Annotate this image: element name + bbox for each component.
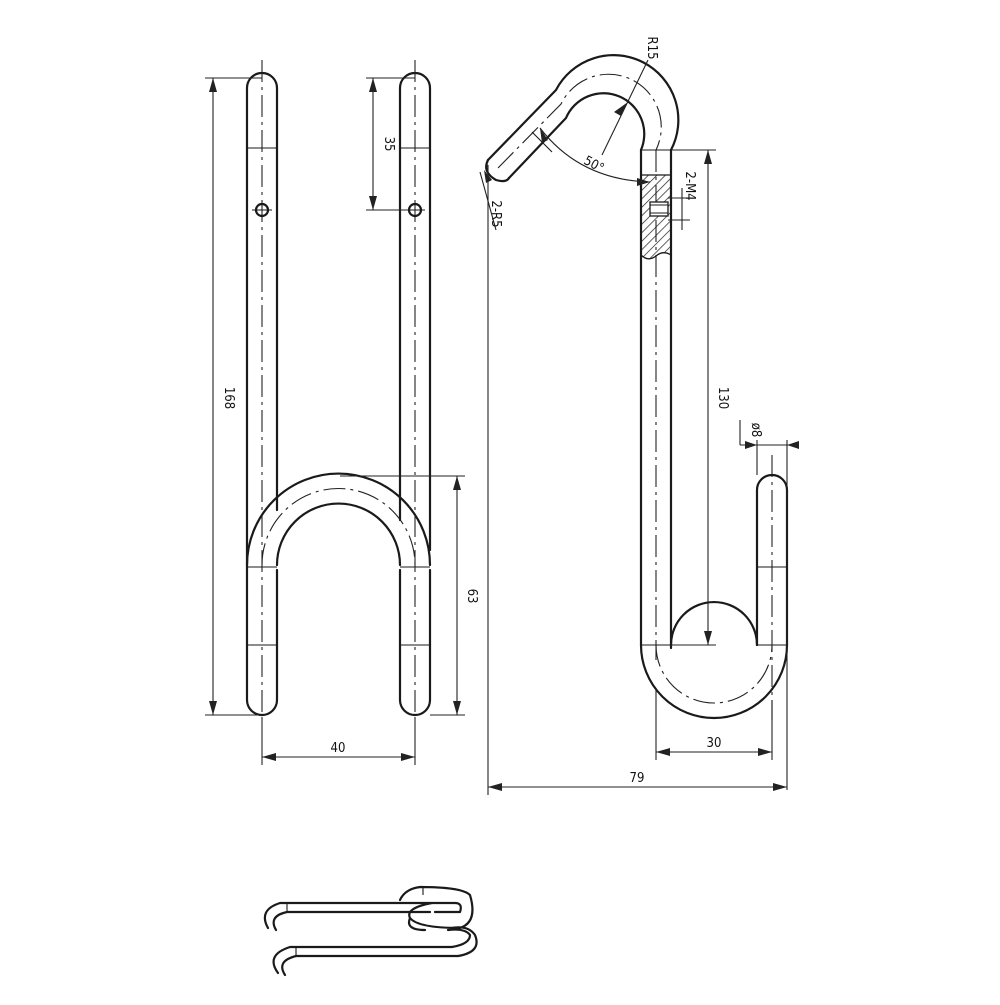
side-bend-inner: [669, 600, 759, 647]
side-hook-tip: [485, 158, 511, 183]
dim-2r5-label: 2-R5: [488, 200, 503, 227]
side-bend-outer: [639, 643, 789, 720]
iso-lower-hook-outer: [272, 916, 472, 975]
dim-bend-angle: 50°: [539, 127, 651, 186]
front-u-bend-outer: [245, 472, 432, 567]
dim-63-label: 63: [464, 589, 479, 604]
dim-o8-label: ø8: [748, 423, 763, 438]
dim-rod-diameter: ø8: [739, 420, 799, 790]
front-view: 168 35 63 40: [205, 60, 479, 765]
front-u-bend-inner: [275, 502, 402, 567]
iso-upper-hook-outer: [263, 885, 474, 930]
side-threaded-hole: [649, 201, 669, 217]
front-right-leg: [398, 71, 432, 717]
dim-straight-length: 130: [671, 149, 730, 646]
dim-35-label: 35: [381, 137, 396, 152]
side-hook-top-inner: [507, 92, 646, 180]
dim-overall-height: 168: [205, 77, 262, 716]
dim-hook-width: 30: [655, 690, 773, 760]
dim-168-label: 168: [221, 387, 236, 409]
front-u-centerline: [261, 488, 416, 566]
dim-u-bend-height: 63: [340, 475, 479, 716]
side-hook-top-outer: [486, 54, 680, 162]
dim-2m4-label: 2-M4: [682, 171, 697, 200]
dim-r15-label: R15: [644, 36, 659, 59]
iso-upper-hook-inner: [272, 901, 462, 932]
side-top-centerline: [497, 73, 662, 169]
dim-79-label: 79: [630, 771, 645, 786]
dim-thread: 2-M4: [668, 171, 697, 230]
side-section-hatch: [640, 174, 672, 260]
side-bend-centerline: [655, 644, 773, 704]
dim-overall-width: 79: [487, 165, 787, 795]
dim-30-label: 30: [707, 736, 722, 751]
dim-40-label: 40: [331, 741, 346, 756]
dim-bend-radius: R15: [601, 36, 659, 156]
dim-u-bend-width: 40: [261, 720, 416, 765]
isometric-view: [263, 885, 478, 977]
front-seam-lines: [247, 147, 430, 646]
dim-end-radius: 2-R5: [479, 170, 503, 231]
iso-lower-hook-inner: [281, 926, 478, 977]
dim-50-label: 50°: [581, 153, 606, 176]
dim-hole-offset: 35: [366, 77, 415, 211]
dim-130-label: 130: [715, 387, 730, 409]
side-view: R15 50° 2-R5 2-M4 130: [479, 36, 799, 795]
